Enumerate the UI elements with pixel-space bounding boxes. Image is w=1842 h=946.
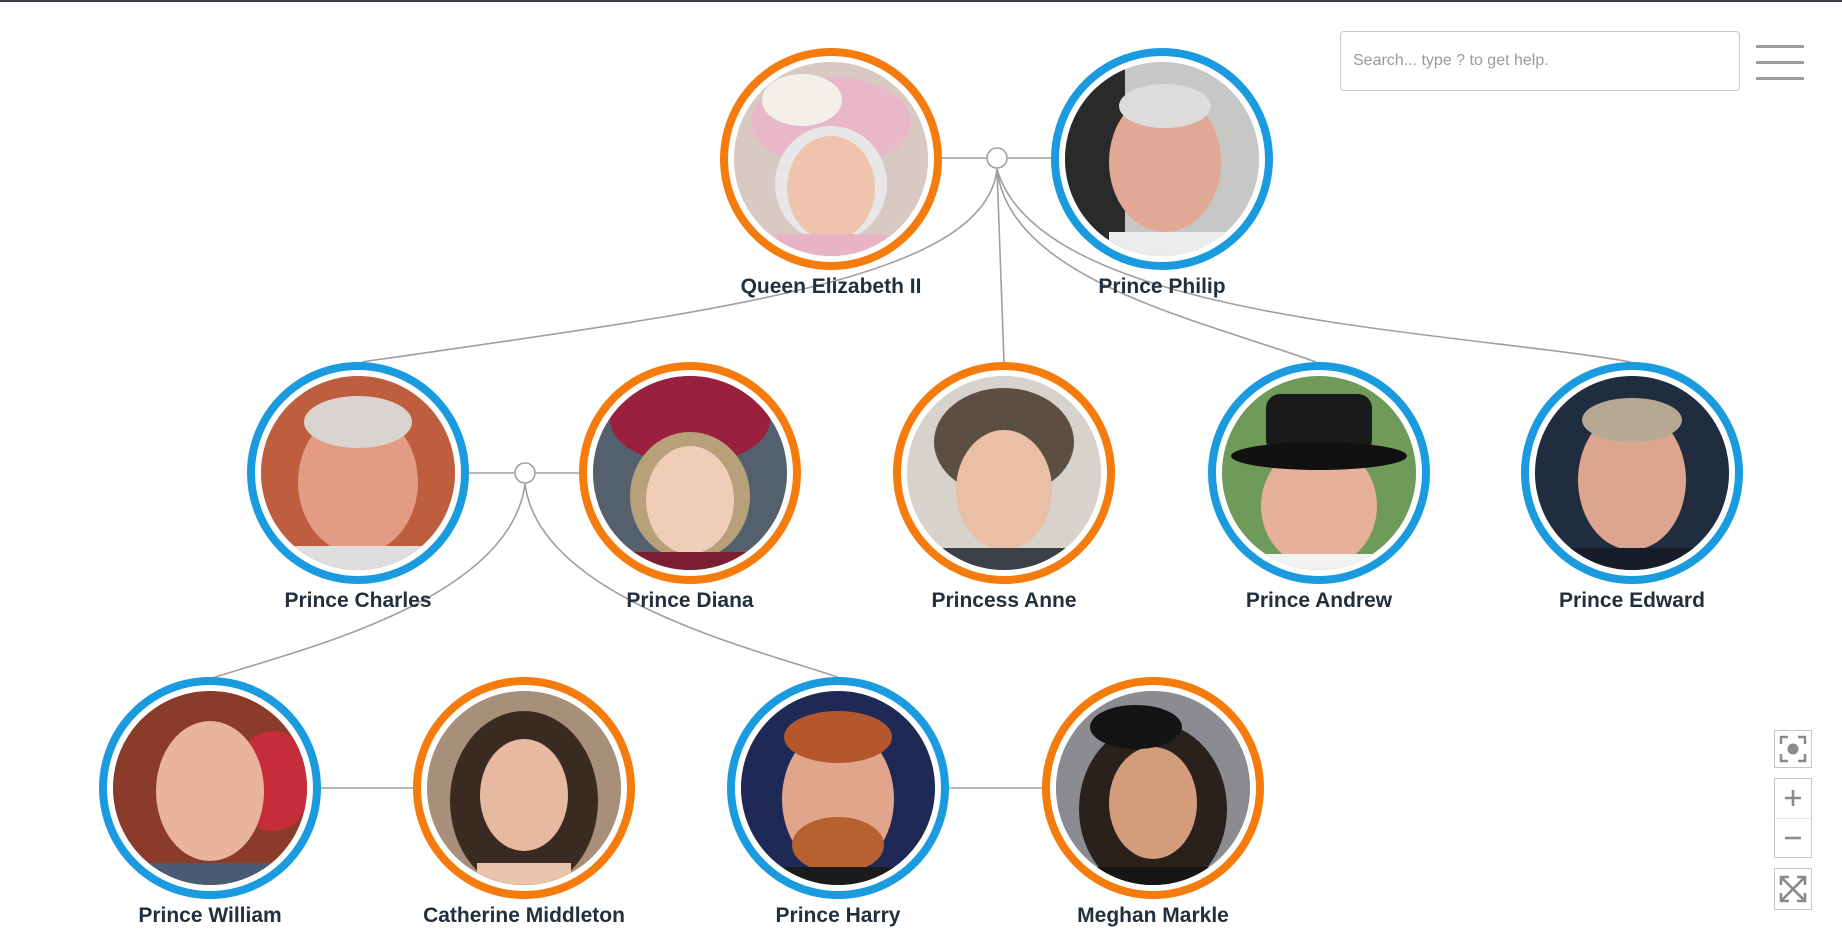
union-node-charles-diana <box>514 462 536 484</box>
expand-arrows-icon <box>1779 875 1807 903</box>
union-node-elizabeth-philip <box>986 147 1008 169</box>
portrait-photo <box>1056 691 1250 885</box>
gender-ring-female <box>413 677 635 899</box>
person-name: Prince Harry <box>775 904 901 927</box>
child-link-charles <box>361 168 998 363</box>
gender-ring-male <box>247 362 469 584</box>
person-name: Prince William <box>138 904 282 927</box>
portrait-photo <box>593 376 787 570</box>
portrait-photo <box>113 691 307 885</box>
person-name: Prince Edward <box>1559 589 1705 612</box>
portrait-photo <box>741 691 935 885</box>
portrait-photo <box>734 62 928 256</box>
portrait-photo <box>1535 376 1729 570</box>
child-link-edward <box>996 168 1632 363</box>
person-name: Prince Philip <box>1098 275 1226 298</box>
top-border <box>0 0 1842 2</box>
person-name: Prince Diana <box>626 589 754 612</box>
person-name: Prince Charles <box>284 589 432 612</box>
gender-ring-male <box>1208 362 1430 584</box>
zoom-in-button[interactable] <box>1775 779 1811 819</box>
portrait-photo <box>427 691 621 885</box>
focus-target-icon <box>1779 735 1807 763</box>
gender-ring-male <box>727 677 949 899</box>
gender-ring-male <box>1051 48 1273 270</box>
portrait-photo <box>1065 62 1259 256</box>
gender-ring-male <box>1521 362 1743 584</box>
gender-ring-female <box>893 362 1115 584</box>
person-name: Princess Anne <box>931 589 1077 612</box>
search-input[interactable] <box>1340 31 1740 91</box>
person-name: Prince Andrew <box>1245 589 1393 612</box>
gender-ring-female <box>720 48 942 270</box>
hamburger-menu-icon <box>1756 45 1804 48</box>
menu-button[interactable] <box>1754 42 1806 84</box>
person-name: Queen Elizabeth II <box>740 275 922 298</box>
zoom-control-group <box>1774 778 1812 858</box>
child-link-william <box>211 483 526 679</box>
focus-button[interactable] <box>1774 730 1812 768</box>
gender-ring-female <box>579 362 801 584</box>
zoom-out-button[interactable] <box>1775 819 1811 858</box>
portrait-photo <box>261 376 455 570</box>
plus-icon <box>1785 790 1801 806</box>
person-name: Catherine Middleton <box>423 904 625 927</box>
gender-ring-male <box>99 677 321 899</box>
child-link-andrew <box>996 168 1317 363</box>
fullscreen-button[interactable] <box>1774 868 1812 910</box>
child-link-anne <box>996 168 1005 363</box>
portrait-photo <box>1222 376 1416 570</box>
person-name: Meghan Markle <box>1077 904 1229 927</box>
child-link-harry <box>524 483 841 679</box>
gender-ring-female <box>1042 677 1264 899</box>
minus-icon <box>1785 836 1801 840</box>
portrait-photo <box>907 376 1101 570</box>
